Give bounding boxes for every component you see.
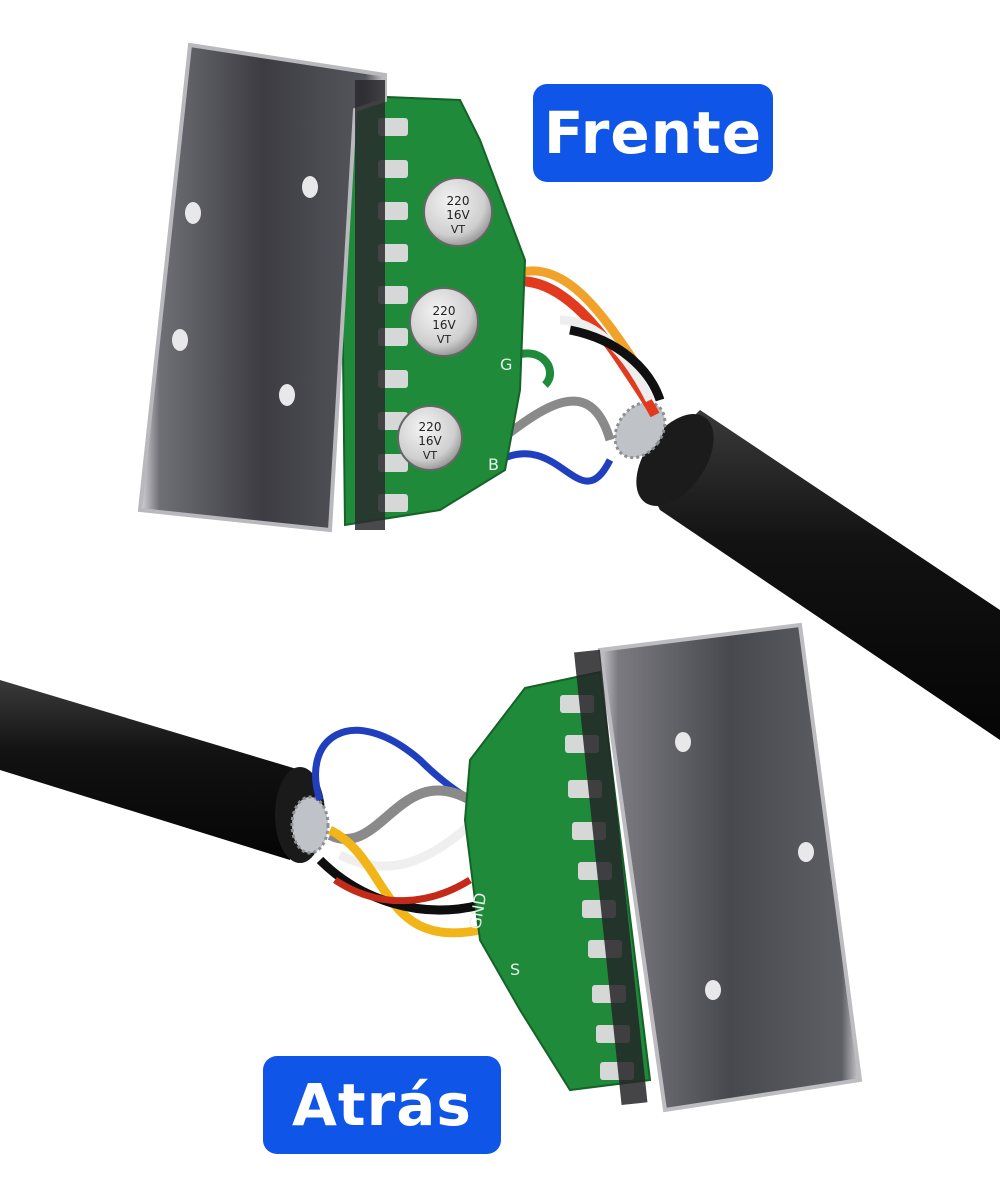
front-pcb-mark-b: B [488, 455, 499, 474]
svg-text:VT: VT [437, 333, 452, 346]
svg-text:16V: 16V [432, 318, 456, 332]
back-braid [290, 795, 330, 855]
front-pcb-mark-g: G [500, 355, 512, 374]
back-cable [0, 680, 300, 860]
back-metal-shell [574, 622, 863, 1113]
front-capacitor-3: 220 16V VT [397, 405, 463, 471]
front-capacitor-2: 220 16V VT [409, 287, 479, 357]
svg-text:VT: VT [451, 223, 466, 236]
front-connector: 220 16V VT 220 16V VT 220 16V VT G B [137, 42, 1000, 740]
svg-text:16V: 16V [418, 434, 442, 448]
back-wire-gray [327, 785, 473, 845]
svg-text:220: 220 [433, 304, 456, 318]
svg-text:VT: VT [423, 449, 438, 462]
back-label: Atrás [263, 1056, 501, 1154]
front-label: Frente [533, 84, 773, 182]
front-solder-pads [378, 118, 408, 512]
front-capacitor-1: 220 16V VT [423, 177, 493, 247]
back-wire-red [333, 877, 472, 905]
front-wire-black [569, 325, 665, 402]
back-connector: GND S [0, 622, 863, 1113]
svg-text:220: 220 [447, 194, 470, 208]
back-pcb-mark-s: S [510, 960, 520, 979]
front-metal-shell [137, 42, 387, 533]
front-cable [640, 410, 1000, 740]
svg-text:16V: 16V [446, 208, 470, 222]
front-wire-blue [498, 450, 614, 485]
svg-text:220: 220 [419, 420, 442, 434]
back-wire-white [337, 821, 473, 871]
front-wire-gray [497, 396, 615, 444]
